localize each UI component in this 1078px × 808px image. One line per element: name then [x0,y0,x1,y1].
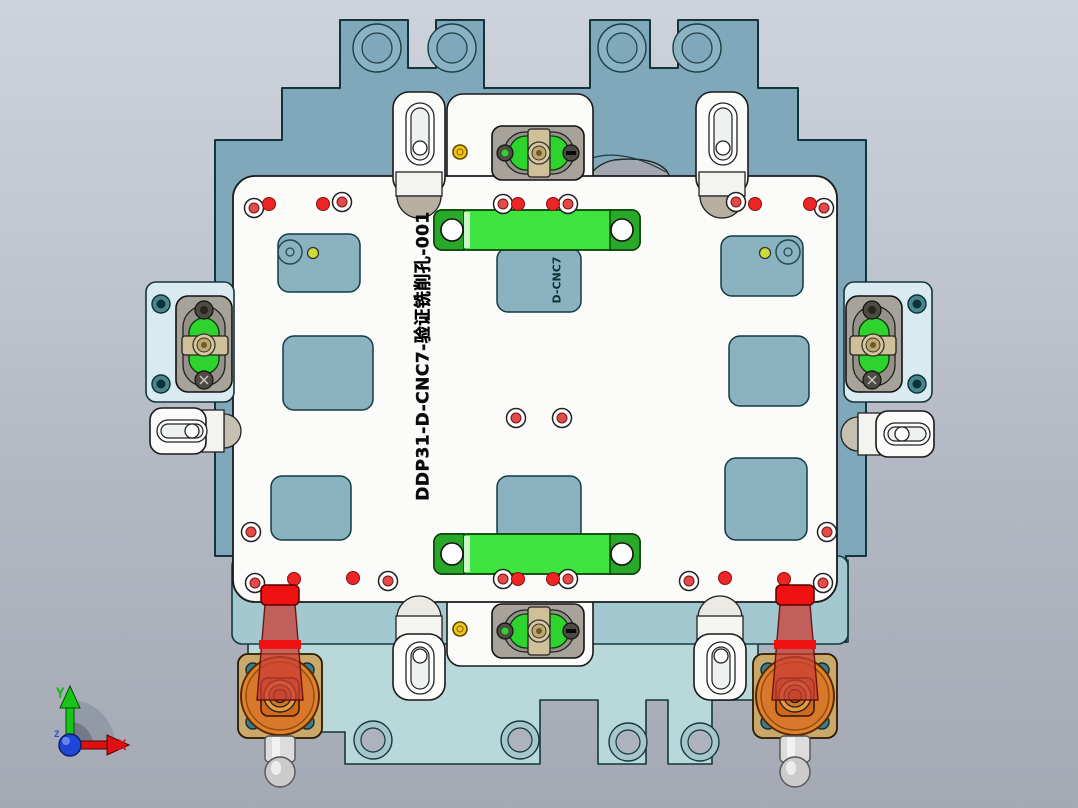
toggle-lever[interactable] [771,584,819,701]
locator-pad-left[interactable] [175,295,233,393]
z-axis-label: Z [54,730,60,740]
x-axis-label: X [118,738,127,754]
toggle-clamp-right[interactable] [752,584,838,788]
toggle-lever[interactable] [256,584,304,701]
origin-sphere-highlight [62,737,70,745]
locator-pad-right[interactable] [845,295,903,393]
clamp-bar-bottom[interactable] [433,533,641,575]
toggle-plunger [264,735,296,788]
locator-pad-bottom[interactable] [491,603,585,659]
clamp-strap-bottom-right[interactable] [693,595,747,701]
sub-plate-holes [353,720,720,762]
yellow-bolts [452,144,468,637]
clamp-strap-right-mid[interactable] [840,410,935,458]
pallet-cutouts [270,233,810,543]
clamp-bar-top[interactable] [433,209,641,251]
cutout-label-clip: D-CNC7 [497,248,581,312]
origin-sphere-icon[interactable] [58,733,82,757]
part-number-label-partial: D-CNC7 [550,256,564,304]
toggle-clamp-left[interactable] [237,584,323,788]
part-number-label: DDP31-D-CNC7-验证铣削孔-001 [413,211,434,501]
clamp-strap-top-left[interactable] [392,91,446,219]
y-axis-label: Y [56,686,65,702]
clamp-strap-left-mid[interactable] [149,407,242,455]
toggle-plunger [779,735,811,788]
orientation-triad[interactable]: Y X Z [54,684,131,757]
mounting-holes-top [352,23,722,73]
datum-dots [240,191,838,594]
clamp-strap-bottom-left[interactable] [392,595,446,701]
locator-pad-top[interactable] [491,125,585,181]
